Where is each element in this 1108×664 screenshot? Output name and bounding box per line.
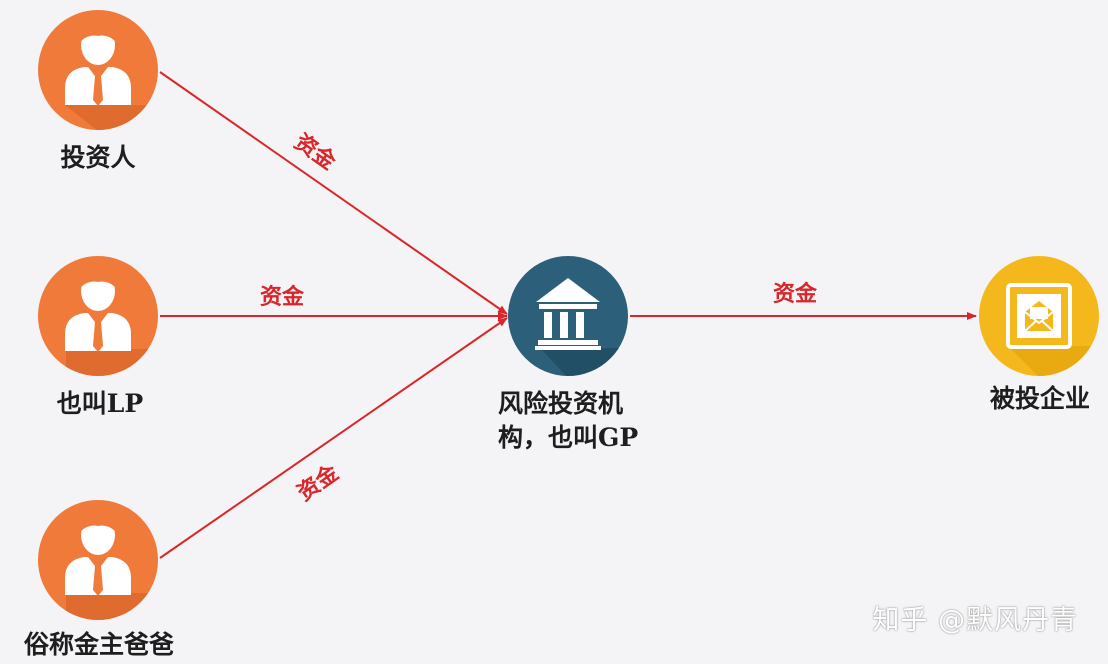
company-node: [979, 256, 1099, 376]
bank-icon: [535, 278, 601, 350]
person-node-investor: [38, 10, 158, 130]
watermark: 知乎 @默风丹青: [872, 605, 1078, 636]
label-investor: 投资人: [60, 143, 136, 172]
label-lp: 也叫LP: [56, 389, 144, 418]
edge-investor-to-vc: [159, 71, 508, 315]
vc-node: [508, 256, 628, 376]
label-vc-line1: 风险投资机: [498, 389, 624, 418]
edge-nickname-to-vc: [159, 317, 508, 559]
envelope-icon: [1006, 283, 1072, 349]
label-nickname: 俗称金主爸爸: [23, 630, 174, 659]
label-vc-line2: 构，也叫GP: [498, 423, 639, 452]
edge-label-middle: 资金: [260, 284, 305, 310]
edge-label-to-company: 资金: [773, 281, 818, 307]
label-company: 被投企业: [989, 384, 1090, 413]
person-node-lp: [38, 256, 158, 376]
person-node-nickname: [38, 500, 158, 620]
